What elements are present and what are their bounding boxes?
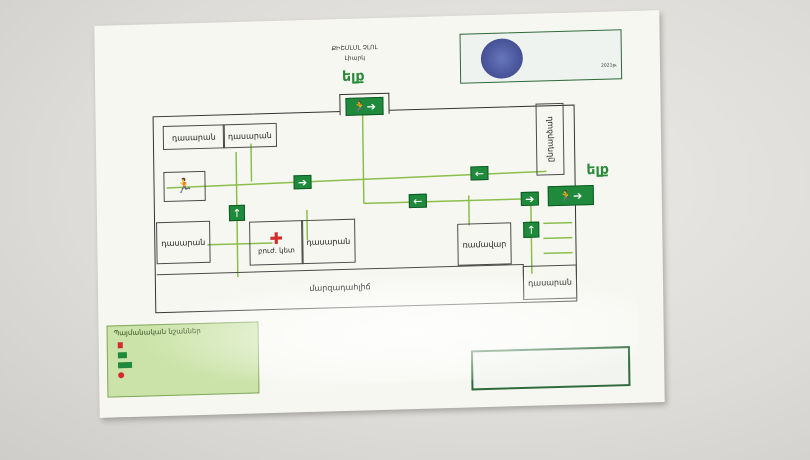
evacuation-plan-sheet: ՔԻՇՄԼՄԼ ՉԼՈԼ Լիարկ ելք 🏃➔ [94, 10, 665, 418]
room-class-5: դասարան [522, 264, 578, 300]
room-class-2: դասարան [222, 122, 278, 149]
legend-box: Պայմանական նշաններ [106, 321, 260, 398]
alarm-icon [118, 372, 125, 379]
medical-label: բուժ. կետ [258, 246, 295, 256]
room-class-4: դասարան [301, 218, 356, 265]
arrow-up-sign-2: ↑ [523, 221, 540, 238]
red-cross-icon: ✚ [269, 228, 284, 249]
stamp-date: 2021թ. [600, 63, 618, 69]
bottom-stamp-box [470, 346, 631, 391]
exit-label-right: ելք [586, 161, 609, 179]
stair-room: 🏃 [163, 170, 206, 203]
room-right-vertical: ընդարձան [535, 102, 565, 176]
room-office: ռամավար [457, 222, 512, 266]
arrow-sign-icon [117, 352, 127, 359]
running-figure-icon: 🏃 [175, 178, 194, 195]
arrow-right-sign-1: ➔ [293, 174, 312, 190]
extinguisher-icon [117, 342, 123, 349]
exit-sign-right: 🏃➔ [547, 185, 594, 207]
arrow-right-sign-2: ➔ [520, 191, 539, 207]
room-medical: ✚ բուժ. կետ [249, 220, 304, 266]
arrow-left-sign-1: ← [470, 165, 489, 181]
arrow-left-sign-2: ← [408, 193, 427, 209]
room-class-3: դասարան [156, 220, 211, 265]
exit-sign-icon [117, 361, 133, 369]
arrow-up-sign-1: ↑ [228, 204, 246, 222]
room-class-1: դասարան [162, 124, 226, 151]
